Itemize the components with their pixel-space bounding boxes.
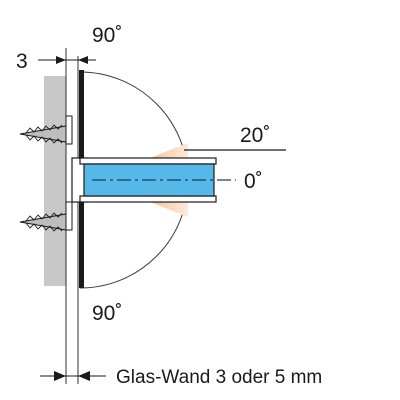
tilt-sector-top bbox=[140, 143, 188, 162]
wall bbox=[44, 76, 66, 286]
label-angle-top: 90˚ bbox=[92, 24, 122, 47]
dim-wall-offset-arrow-left bbox=[56, 56, 66, 64]
screw-top bbox=[19, 124, 67, 144]
label-wall-offset: 3 bbox=[16, 50, 28, 73]
clamp-jaw-top bbox=[79, 157, 217, 165]
clamp-jaw-bottom bbox=[79, 195, 217, 203]
mounting-plate-top bbox=[65, 115, 73, 145]
label-angle-bottom: 90˚ bbox=[92, 302, 122, 325]
screw-bottom bbox=[19, 212, 67, 232]
label-angle-tilt: 20˚ bbox=[240, 124, 270, 147]
label-caption: Glas-Wand 3 oder 5 mm bbox=[116, 367, 322, 388]
dim-glass-thickness-arrow-right bbox=[78, 371, 90, 381]
tilt-sector-bottom bbox=[140, 198, 188, 217]
mounting-plate-bottom bbox=[65, 201, 73, 231]
label-angle-zero: 0˚ bbox=[244, 170, 263, 193]
dim-wall-offset-arrow-right bbox=[78, 56, 88, 64]
dim-glass-thickness-arrow-left bbox=[54, 371, 66, 381]
